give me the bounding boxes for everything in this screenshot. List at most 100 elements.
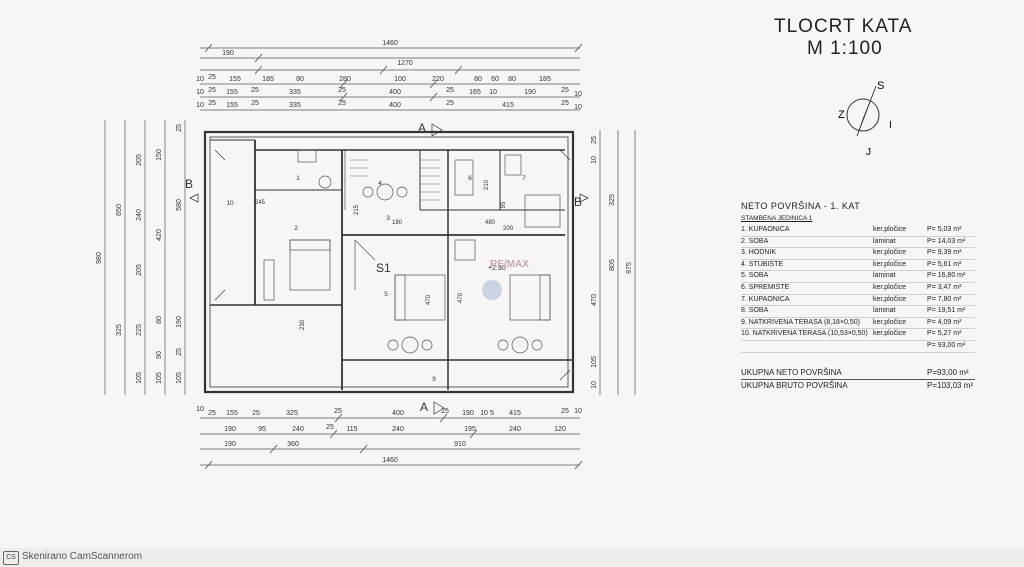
dim-value: 105 [176,372,183,384]
dim-value: 25 [446,87,454,94]
dim-value: 420 [156,229,163,241]
dim-top-total: 1460 [382,40,398,47]
room-material: ker.pločice [873,249,907,257]
dim-value: 205 [136,154,143,166]
dim-value: 190 [224,441,236,448]
room-material [873,341,927,352]
room-number: 1 [296,175,300,182]
dim-value: 805 [609,259,616,271]
dim-value: 25 [561,87,569,94]
dim-value: 25 [251,87,259,94]
room-number: 6 [468,175,472,182]
room-name: 7. KUPAONICA [741,295,790,303]
dim-value: 150 [156,149,163,161]
dim-value: 25 [208,74,216,81]
dim-value: 115 [346,426,357,433]
dim-value: 10 [489,89,497,96]
room-material: ker.pločice [873,283,907,291]
dim-value: 185 [539,76,551,83]
dim-value: 225 [136,324,143,336]
compass-s: S [877,80,884,92]
dim-value: 155 [226,89,238,96]
dim-value: 415 [502,102,514,109]
dim-value: 190 [224,426,236,433]
legend-row: 10. NATKRIVENA TERASA (10,53×0,50)ker.pl… [741,329,975,341]
dim-bottom-total: 1460 [382,457,398,464]
room-material: laminat [873,237,896,245]
stairs [350,159,440,201]
dim-value: 155 [229,76,241,83]
dim-value: 25 [591,136,598,144]
dim-value: 240 [392,426,404,433]
total-bruto-label: UKUPNA BRUTO POVRŠINA [741,380,848,390]
room-area: P= 9,39 m² [927,249,962,257]
section-arrow-icon [579,193,589,203]
dim-value: 335 [289,102,301,109]
dim-value: 120 [554,426,566,433]
dim-value: 325 [609,194,616,206]
room-area: P= 3,47 m² [927,283,962,291]
dim-value: 10 [574,91,582,98]
room-material: ker.pločice [873,318,907,326]
legend-subtotal-row: P= 93,00 m² [741,341,975,353]
dim-value: 240 [136,209,143,221]
dim-value: 25 [176,124,183,132]
dim-value: 325 [286,410,298,417]
room-area: P= 14,03 m² [927,237,966,245]
dim-value: 25 [441,408,449,415]
legend-row: 6. SPREMIŠTE ker.pločice P= 3,47 m² [741,283,975,295]
dim-value: 335 [289,89,301,96]
remax-watermark: RE/MAX [490,259,529,270]
compass-z: Z [838,109,845,121]
dim-value: 910 [454,441,466,448]
room-material: ker.pločice [873,330,907,338]
room-area: P= 7,80 m² [927,295,962,303]
room-name: 6. SPREMIŠTE [741,283,790,291]
dim-value: 105 [591,356,598,368]
dim-value: 280 [339,76,351,83]
legend-row: 3. HODNIK ker.pločice P= 9,39 m² [741,248,975,260]
dim-value: 25 [208,100,216,107]
room-number: 4 [378,180,382,187]
dim-value: 195 [464,426,476,433]
dim-value: 470 [458,292,464,303]
dim-value: 240 [292,426,304,433]
dim-value: 25 [208,87,216,94]
dim-value: 220 [432,76,444,83]
dim-value: 25 [252,410,260,417]
dim-value: 105 [156,372,163,384]
dim-value: 60 [491,76,499,83]
scanner-footer: CS Skenirano CamScannerom [0,548,1024,567]
legend-heading: NETO POVRŠINA - 1. KAT [741,201,861,211]
dim-value: 80 [156,316,163,324]
dim-value: 580 [176,199,183,211]
room-area: P= 4,09 m² [927,318,962,326]
dim-value: 25 [446,100,454,107]
room-name: 3. HODNIK [741,249,777,257]
dim-value: 480 [485,220,496,226]
dim-value: 190 [176,316,183,328]
room-number: 7 [522,175,526,182]
dim-value: 470 [426,294,432,305]
dim-value: 95 [258,426,266,433]
dim-value: 240 [509,426,521,433]
dim-top-2b: 1270 [397,60,413,67]
dim-value: 155 [226,410,238,417]
section-arrow-icon [431,123,443,137]
dim-value: 210 [484,179,490,190]
dimension-values: 1460 190 1270 10 25 155 185 80 280 100 2… [196,40,582,464]
dim-value: 5 [490,410,494,417]
vertical-dimension-values: 980 650 325 205 240 205 225 105 150 420 … [96,124,633,389]
dim-left-total: 980 [96,252,103,264]
dim-value: 80 [508,76,516,83]
dim-value: 10 [196,102,204,109]
compass-j: J [866,147,871,158]
dim-value: 25 [338,87,346,94]
dim-value: 470 [591,294,598,306]
dim-value: 100 [394,76,406,83]
dim-value: 10 [574,408,582,415]
